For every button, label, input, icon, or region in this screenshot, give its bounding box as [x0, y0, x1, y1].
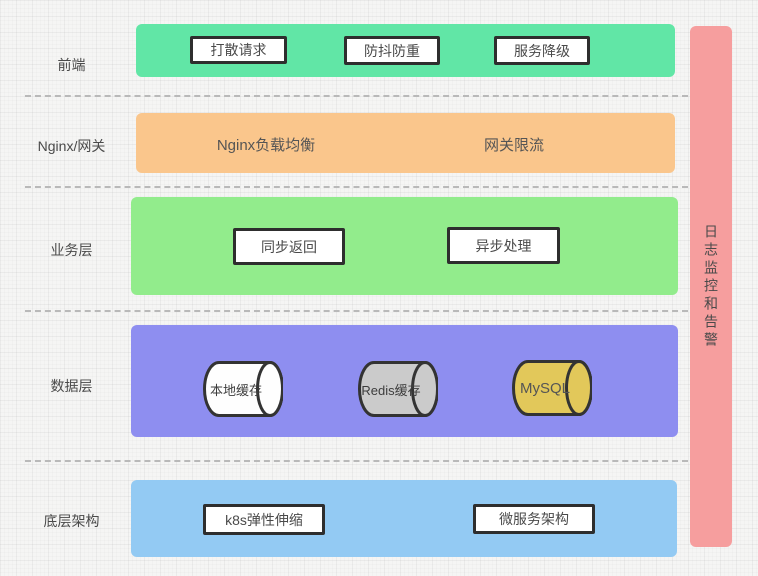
- lane-label-data: 数据层: [50, 378, 93, 394]
- node-label: 异步处理: [475, 237, 532, 254]
- cylinder-mysql[interactable]: MySQL: [512, 360, 592, 416]
- node-debounce-dedupe[interactable]: 防抖防重: [344, 36, 440, 65]
- node-sync-return[interactable]: 同步返回: [233, 228, 345, 265]
- node-service-degradation[interactable]: 服务降级: [494, 36, 590, 65]
- node-label: 微服务架构: [499, 511, 569, 527]
- node-async-processing[interactable]: 异步处理: [447, 227, 560, 264]
- monitor-alert-label: 日志监控和告警: [703, 223, 719, 350]
- lane-separator: [25, 95, 688, 97]
- node-scatter-requests[interactable]: 打散请求: [190, 36, 287, 64]
- lane-label-gateway: Nginx/网关: [37, 138, 106, 154]
- database-cylinder-icon: [358, 361, 438, 417]
- lane-label-business: 业务层: [50, 242, 93, 258]
- database-cylinder-icon: [203, 361, 283, 417]
- node-k8s-autoscaling[interactable]: k8s弹性伸缩: [203, 504, 325, 535]
- cylinder-local-cache[interactable]: 本地缓存: [203, 361, 283, 417]
- lane-label-frontend: 前端: [57, 57, 86, 73]
- text-gateway-rate-limit: 网关限流: [483, 137, 544, 154]
- lane-separator: [25, 186, 688, 188]
- band-gateway[interactable]: [136, 113, 675, 173]
- monitor-alert-sidebar[interactable]: 日志监控和告警: [690, 26, 732, 547]
- cylinder-label: Redis缓存: [361, 382, 421, 398]
- cylinder-label: 本地缓存: [209, 382, 262, 398]
- node-label: 防抖防重: [364, 42, 420, 59]
- node-label: 同步返回: [261, 238, 317, 255]
- node-label: k8s弹性伸缩: [225, 511, 303, 528]
- database-cylinder-icon: [512, 360, 592, 416]
- node-label: 打散请求: [210, 42, 267, 58]
- band-business[interactable]: [131, 197, 678, 295]
- cylinder-label: MySQL: [519, 379, 570, 397]
- lane-separator: [25, 460, 688, 462]
- lane-label-infra: 底层架构: [43, 513, 100, 529]
- cylinder-redis-cache[interactable]: Redis缓存: [358, 361, 438, 417]
- text-nginx-load-balancing: Nginx负载均衡: [216, 137, 316, 154]
- node-label: 服务降级: [514, 42, 570, 59]
- lane-separator: [25, 310, 688, 312]
- node-microservice-architecture[interactable]: 微服务架构: [473, 504, 595, 534]
